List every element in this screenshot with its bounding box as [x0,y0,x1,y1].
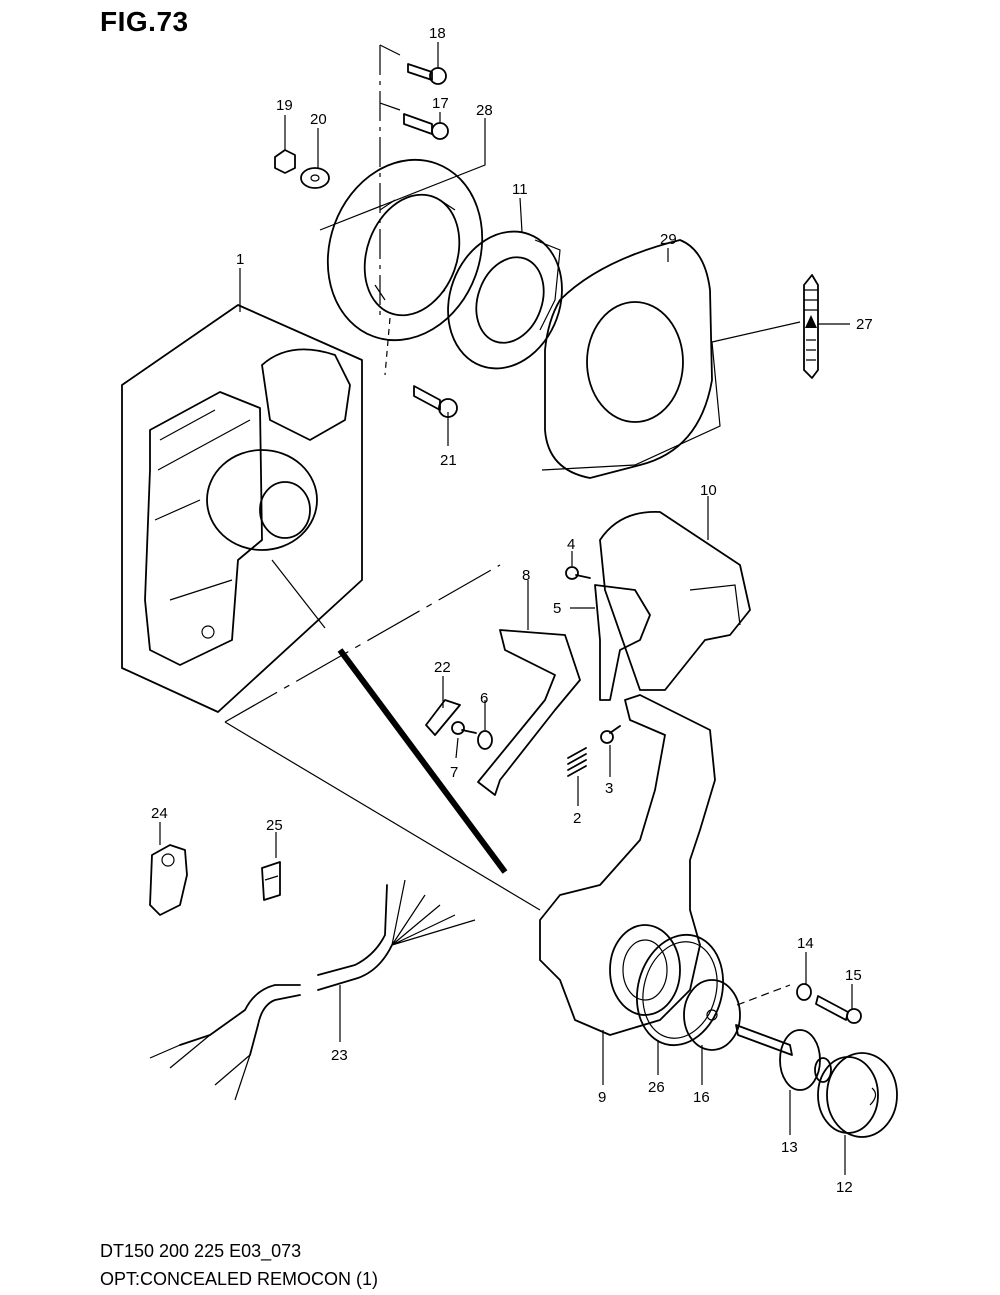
callout-19: 19 [276,97,293,114]
part-29-gasket[interactable] [544,239,713,479]
part-18-screw[interactable] [407,63,447,85]
part-19-nut[interactable] [274,149,296,174]
callout-26: 26 [648,1079,665,1096]
part-6-washer[interactable] [477,730,493,750]
part-9-lever-housing[interactable] [539,694,716,1036]
callout-2: 2 [573,810,581,827]
part-5-neutral-lock[interactable] [594,584,651,701]
callout-numbers: 18 17 28 19 20 11 29 1 27 21 10 4 8 5 22… [151,25,873,1196]
callout-23: 23 [331,1047,348,1064]
part-12-knob-cap[interactable] [817,1052,898,1138]
assembly-guide-lines [224,44,791,1006]
callout-3: 3 [605,780,613,797]
part-2-spring[interactable] [567,747,587,777]
part-24-cable-end[interactable] [149,844,188,916]
part-16-plate[interactable] [683,979,741,1051]
callout-12: 12 [836,1179,853,1196]
callout-14: 14 [797,935,814,952]
callout-10: 10 [700,482,717,499]
part-8-link[interactable] [477,629,581,796]
callout-21: 21 [440,452,457,469]
callout-8: 8 [522,567,530,584]
part-14-washer[interactable] [796,983,812,1001]
part-22-plate[interactable] [425,699,461,736]
part-20-washer[interactable] [300,167,330,189]
callout-leaders [159,42,853,1175]
callout-13: 13 [781,1139,798,1156]
part-10-lever-cover[interactable] [599,511,751,691]
callout-17: 17 [432,95,449,112]
callout-5: 5 [553,600,561,617]
callout-9: 9 [598,1089,606,1106]
callout-28: 28 [476,102,493,119]
callout-22: 22 [434,659,451,676]
part-3-screw[interactable] [600,725,621,744]
callout-4: 4 [567,536,575,553]
callout-1: 1 [236,251,244,268]
part-15-screw[interactable] [815,995,862,1024]
callout-27: 27 [856,316,873,333]
part-26-o-ring[interactable] [625,925,735,1055]
callout-7: 7 [450,764,458,781]
callout-15: 15 [845,967,862,984]
part-28-cover-ring[interactable] [303,138,507,362]
part-13-shaft[interactable] [735,1024,832,1091]
figure-description: OPT:CONCEALED REMOCON (1) [100,1269,379,1289]
callout-25: 25 [266,817,283,834]
part-25-clip[interactable] [261,861,281,901]
part-1-remote-control-box[interactable] [121,304,363,713]
callout-29: 29 [660,231,677,248]
model-line: DT150 200 225 E03_073 [100,1241,302,1261]
part-11-retainer-ring[interactable] [429,215,580,384]
callout-20: 20 [310,111,327,128]
callout-24: 24 [151,805,168,822]
callout-11: 11 [512,181,528,198]
part-27-label[interactable] [711,274,819,379]
callout-16: 16 [693,1089,710,1106]
part-23-wire-harness[interactable] [149,879,476,1101]
part-4-screw[interactable] [565,566,591,580]
part-21-screw[interactable] [413,385,458,418]
callout-6: 6 [480,690,488,707]
callout-18: 18 [429,25,446,42]
part-7-screw[interactable] [451,721,477,735]
footer-caption: DT150 200 225 E03_073 OPT:CONCEALED REMO… [100,1237,378,1293]
figure-title: FIG.73 [100,6,189,37]
part-17-screw[interactable] [403,113,449,140]
